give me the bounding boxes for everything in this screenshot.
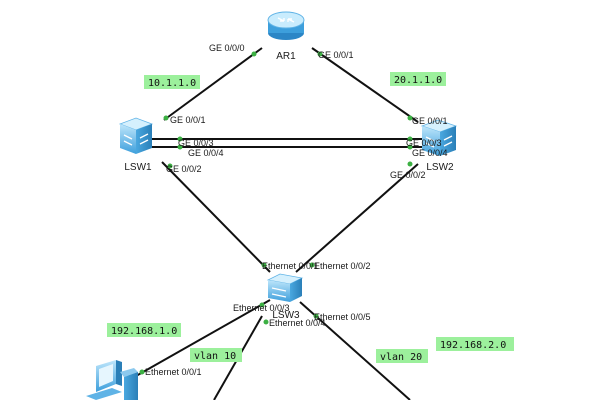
port-dot: [313, 313, 319, 319]
port-labels: GE 0/0/0 GE 0/0/1 GE 0/0/1 GE 0/0/3 GE 0…: [145, 43, 448, 377]
link-lsw2-lsw3[interactable]: [295, 163, 419, 273]
port-label: Ethernet 0/0/5: [314, 312, 371, 322]
device-label-lsw1: LSW1: [124, 162, 152, 173]
port-label: GE 0/0/1: [318, 50, 354, 60]
device-label-ar1: AR1: [276, 51, 296, 62]
port-label: GE 0/0/1: [412, 116, 448, 126]
port-label: GE 0/0/4: [188, 148, 224, 158]
switch-icon: [420, 119, 458, 156]
port-label: GE 0/0/4: [412, 148, 448, 158]
port-label: Ethernet 0/0/1: [145, 367, 202, 377]
network-tags: 10.1.1.0 20.1.1.0 192.168.1.0 vlan 10 vl…: [107, 72, 514, 363]
pc-icon: [86, 360, 138, 400]
link-lsw3-down-right[interactable]: [299, 301, 411, 400]
port-dot: [177, 136, 183, 142]
switch-lsw2[interactable]: LSW2: [420, 119, 458, 173]
port-dot: [407, 161, 413, 167]
port-dot: [407, 136, 413, 142]
port-dot: [317, 51, 323, 57]
port-label: GE 0/0/3: [406, 138, 442, 148]
router-icon: [267, 11, 305, 40]
port-label: GE 0/0/2: [166, 164, 202, 174]
port-dot: [167, 163, 173, 169]
tag-192-168-1-0: 192.168.1.0: [107, 323, 181, 337]
port-dot: [263, 319, 269, 325]
link-ar1-lsw2[interactable]: [311, 47, 419, 123]
port-dot: [139, 369, 145, 375]
port-label: Ethernet 0/0/2: [314, 261, 371, 271]
port-label: GE 0/0/2: [390, 170, 426, 180]
router-ar1[interactable]: AR1: [267, 11, 305, 62]
port-label: GE 0/0/1: [170, 115, 206, 125]
tag-label: vlan 20: [380, 352, 422, 363]
port-label: Ethernet 0/0/1: [262, 261, 319, 271]
port-dot: [163, 115, 169, 121]
port-dot: [407, 144, 413, 150]
tag-label: 192.168.2.0: [440, 340, 506, 351]
port-label: GE 0/0/3: [178, 138, 214, 148]
link-lsw3-pc[interactable]: [135, 299, 271, 377]
device-label-lsw3: LSW3: [272, 310, 300, 321]
port-dot: [251, 51, 257, 57]
port-dot: [261, 262, 267, 268]
port-dot: [259, 302, 265, 308]
tag-vlan-10: vlan 10: [190, 348, 242, 362]
links: [135, 47, 424, 400]
port-label: GE 0/0/0: [209, 43, 245, 53]
tag-label: 20.1.1.0: [394, 75, 442, 86]
port-label: Ethernet 0/0/4: [269, 318, 326, 328]
tag-192-168-2-0: 192.168.2.0: [436, 337, 514, 351]
tag-label: 192.168.1.0: [111, 326, 177, 337]
tag-20-1-1-0: 20.1.1.0: [390, 72, 446, 86]
switch-lsw1[interactable]: LSW1: [118, 117, 154, 173]
switch-lsw3[interactable]: LSW3: [266, 273, 304, 321]
tag-vlan-20: vlan 20: [376, 349, 428, 363]
link-lsw1-lsw3[interactable]: [161, 161, 271, 273]
port-label: Ethernet 0/0/3: [233, 303, 290, 313]
host-pc[interactable]: [86, 360, 138, 400]
tag-label: vlan 10: [194, 351, 236, 362]
tag-label: 10.1.1.0: [148, 78, 196, 89]
port-dot: [407, 115, 413, 121]
switch-icon: [118, 117, 154, 154]
switch-icon: [266, 273, 304, 302]
tag-10-1-1-0: 10.1.1.0: [144, 75, 200, 89]
port-dots: [139, 51, 413, 375]
link-ar1-lsw1[interactable]: [163, 47, 263, 121]
device-label-lsw2: LSW2: [426, 162, 454, 173]
port-dot: [177, 144, 183, 150]
port-dot: [309, 262, 315, 268]
